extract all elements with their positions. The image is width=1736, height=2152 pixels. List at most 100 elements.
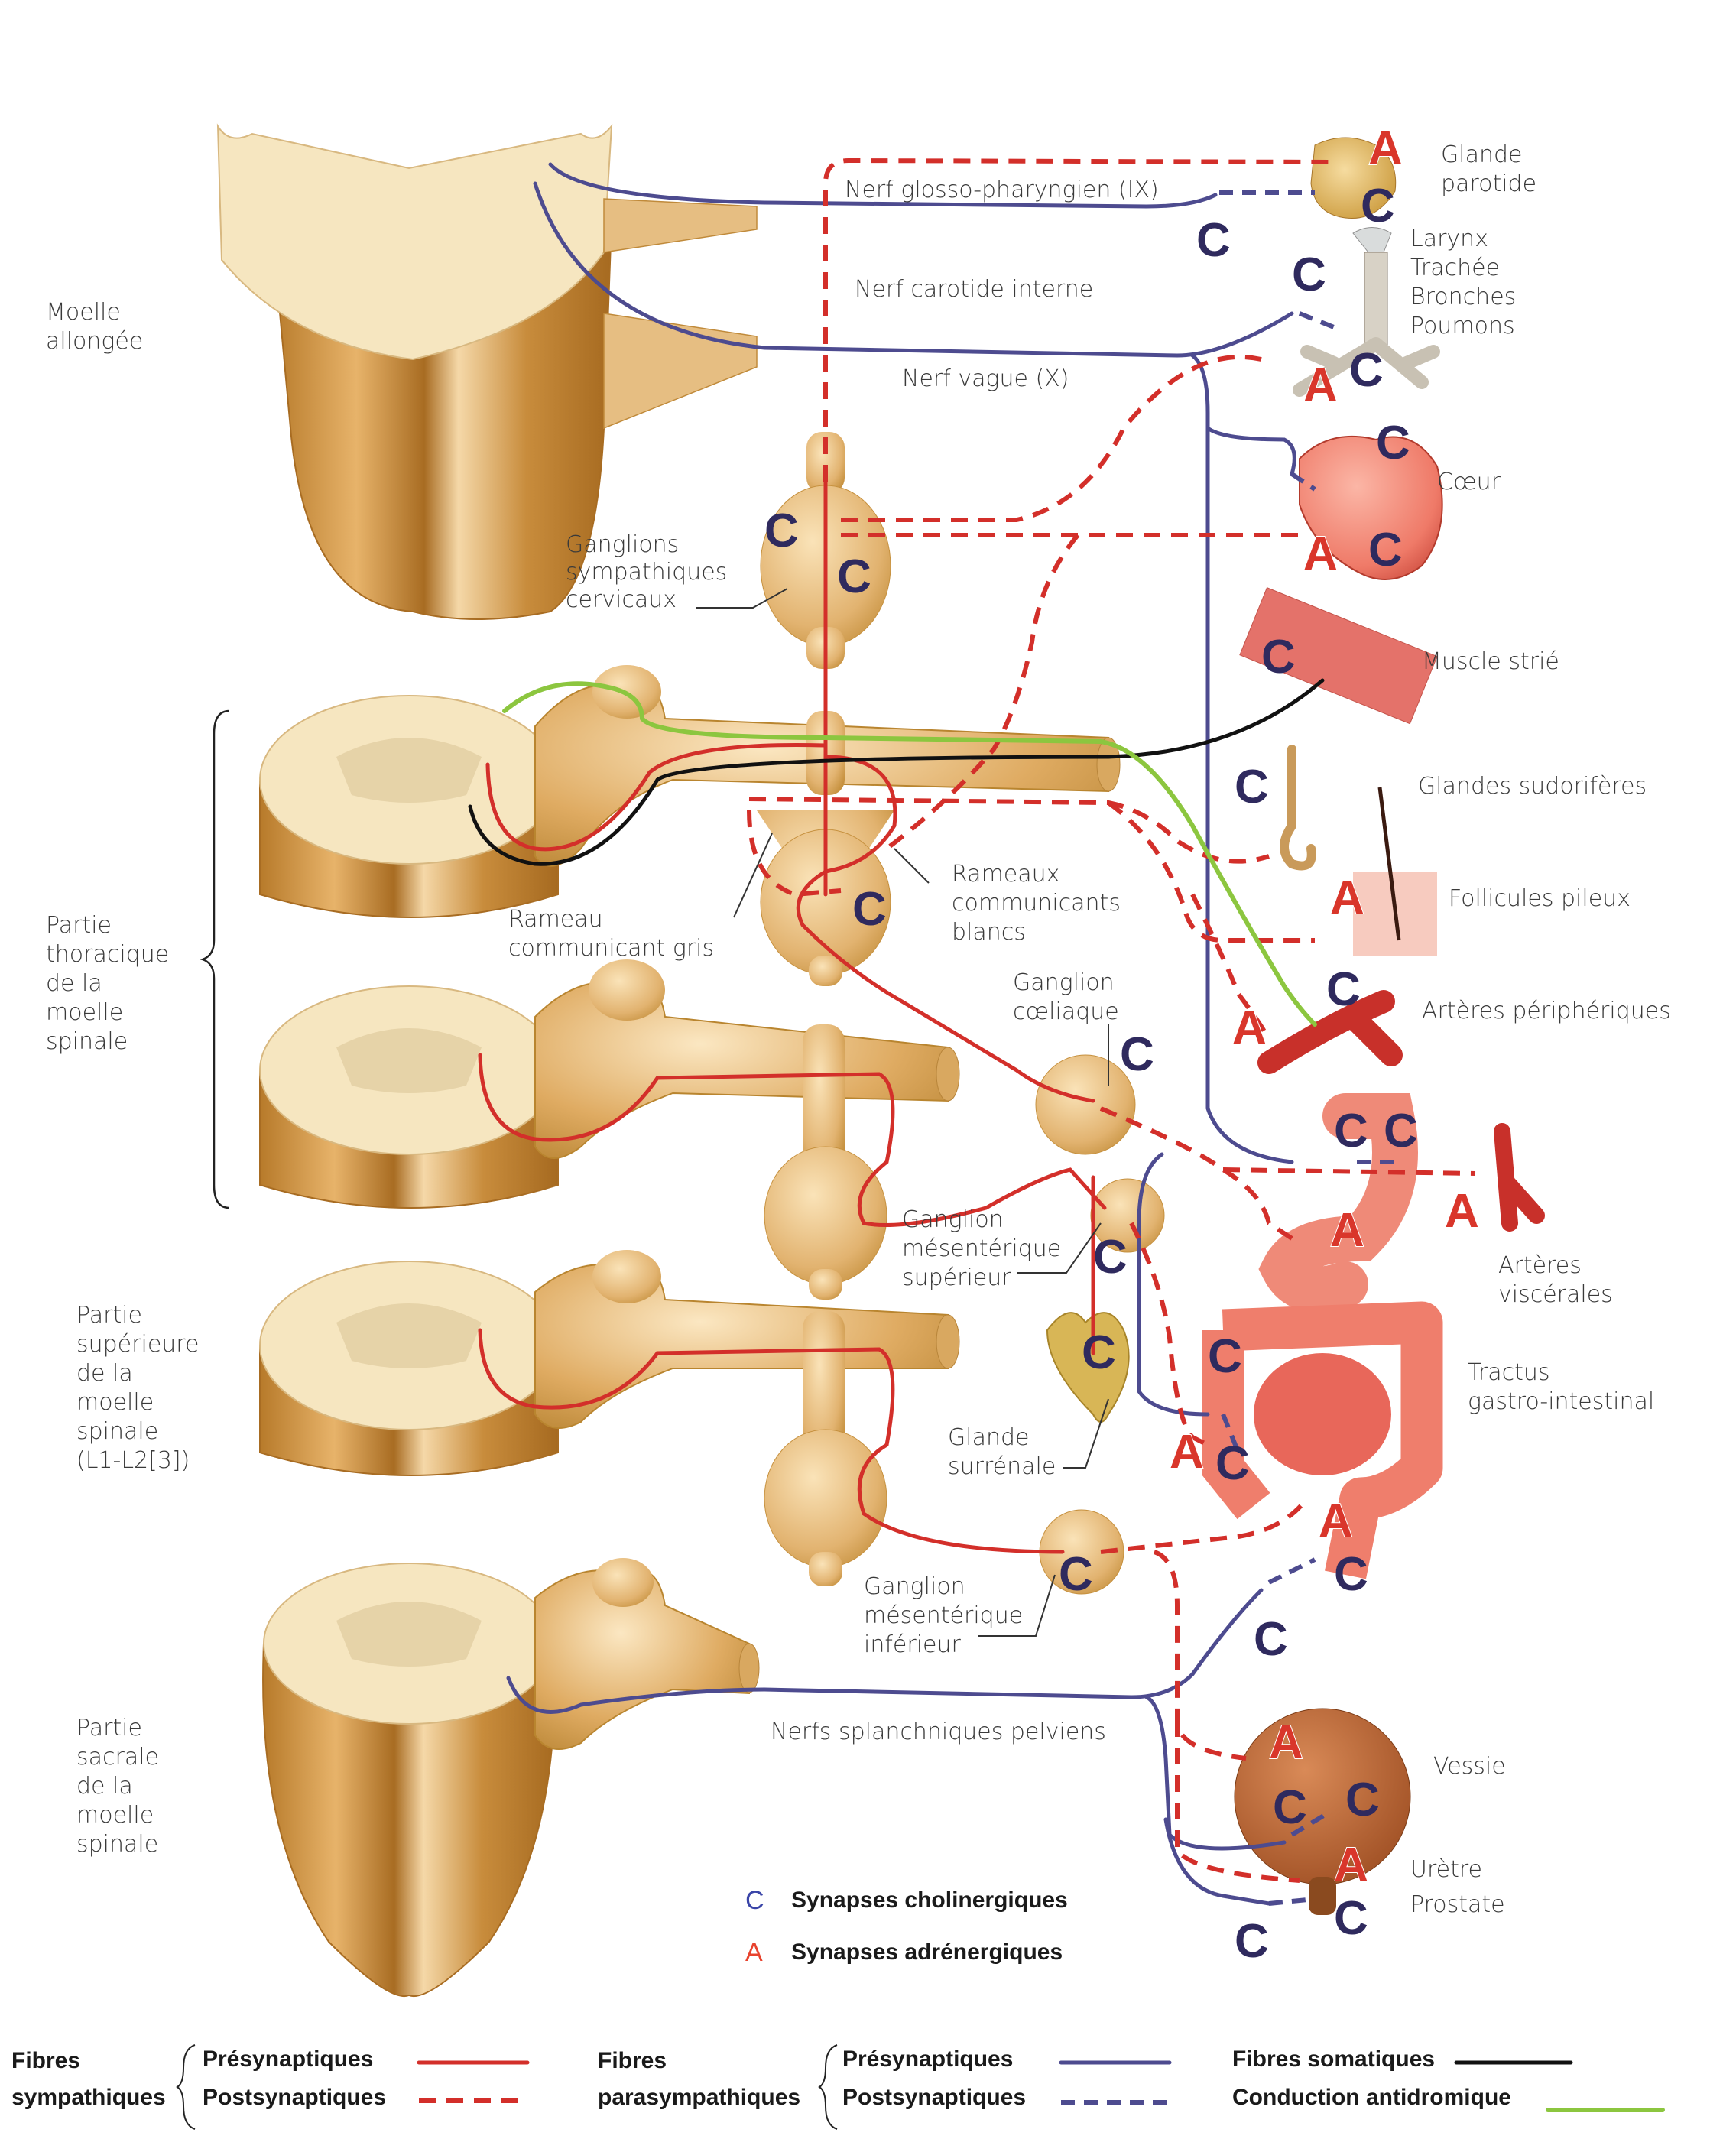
legend-brace-parasympathetic <box>818 2044 838 2130</box>
syn-a-airway: A <box>1303 359 1338 412</box>
label-follicles: Follicules pileux <box>1449 885 1631 912</box>
key-adrenergic-symbol: A <box>745 1938 763 1967</box>
synapse-key: C Synapses cholinergiques A Synapses adr… <box>745 1886 1068 1967</box>
syn-c-intestine-lower: C <box>1215 1437 1250 1490</box>
syn-a-intestine: A <box>1170 1426 1204 1478</box>
syn-c-adrenal: C <box>1082 1326 1116 1379</box>
legend-sympathetic-pre: Présynaptiques <box>203 2047 373 2072</box>
syn-c-heart-upper: C <box>1376 417 1410 469</box>
peripheral-artery <box>1257 990 1403 1074</box>
syn-c-parotid: C <box>1361 180 1395 232</box>
medulla-rootlets <box>603 198 758 430</box>
syn-c-airway-vagal: C <box>1292 248 1326 301</box>
label-bladder: Vessie <box>1433 1753 1506 1780</box>
sacral-segment <box>262 1558 760 1998</box>
syn-c-stomach-1: C <box>1334 1105 1368 1157</box>
key-adrenergic-label: Synapses adrénergiques <box>791 1939 1063 1965</box>
superior-mesenteric-ganglion <box>1090 1178 1165 1253</box>
label-muscle: Muscle strié <box>1422 648 1559 675</box>
heart <box>1299 435 1443 580</box>
sympathetic-postganglionic-fibers <box>747 157 1476 1883</box>
syn-a-stomach: A <box>1330 1204 1364 1257</box>
syn-c-artery-peripheral: C <box>1326 963 1361 1016</box>
key-cholinergic-label: Synapses cholinergiques <box>791 1887 1068 1913</box>
syn-a-colon: A <box>1319 1495 1353 1547</box>
legend-antidromic: Conduction antidromique <box>1232 2085 1511 2110</box>
label-internal-carotid: Nerf carotide interne <box>855 276 1093 303</box>
syn-c-colon: C <box>1334 1548 1368 1601</box>
syn-c-celiac: C <box>1120 1028 1154 1081</box>
key-cholinergic-symbol: C <box>745 1886 764 1915</box>
legend-parasympathetic-pre: Présynaptiques <box>842 2047 1013 2072</box>
syn-c-bladder-1: C <box>1273 1781 1307 1834</box>
hair-follicle <box>1353 787 1437 956</box>
airway-trachea-lungs <box>1293 227 1440 397</box>
syn-c-inf-mesenteric: C <box>1059 1548 1093 1601</box>
syn-c-pelvic-ganglion-lower: C <box>1235 1915 1269 1968</box>
syn-c-cervical-upper: C <box>764 505 799 557</box>
label-vagus: Nerf vague (X) <box>902 365 1069 392</box>
syn-a-follicle: A <box>1330 872 1364 924</box>
syn-c-stomach-2: C <box>1384 1105 1418 1157</box>
medulla-oblongata <box>216 123 758 620</box>
visceral-artery <box>1494 1123 1545 1232</box>
syn-a-artery-peripheral: A <box>1232 1001 1267 1054</box>
syn-c-prostate: C <box>1334 1892 1368 1945</box>
syn-c-glosso-ganglion: C <box>1196 214 1231 267</box>
syn-c-airway: C <box>1349 344 1384 397</box>
syn-c-pelvic-colon-branch: C <box>1254 1613 1288 1666</box>
syn-c-intestine-upper: C <box>1208 1330 1242 1383</box>
parasympathetic-postganglionic-fibers <box>1219 190 1399 1906</box>
label-peripheral-arteries: Artères périphériques <box>1422 998 1671 1024</box>
adrenal-gland <box>1046 1312 1130 1423</box>
syn-c-heart-lower: C <box>1368 524 1403 576</box>
bladder <box>1234 1708 1411 1885</box>
syn-a-parotid: A <box>1368 122 1403 175</box>
lumbar-segment <box>259 1250 960 1476</box>
label-pelvic-splanchnic: Nerfs splanchniques pelviens <box>771 1719 1106 1745</box>
parasympathetic-preganglionic-fibers <box>506 162 1296 1906</box>
label-glossopharyngeal: Nerf glosso-pharyngien (IX) <box>845 177 1159 203</box>
legend-brace-sympathetic <box>176 2044 196 2130</box>
synapse-marks: C A C C A C C A C C C C C A C A C C C C … <box>764 122 1480 1968</box>
syn-a-bladder: A <box>1269 1716 1303 1769</box>
legend-sympathetic-post: Postsynaptiques <box>203 2085 386 2110</box>
antidromic-fiber <box>502 681 1317 1027</box>
sweat-gland <box>1280 745 1316 871</box>
legend-somatic: Fibres somatiques <box>1232 2047 1435 2072</box>
celiac-ganglion <box>1035 1054 1136 1155</box>
syn-a-urethra: A <box>1334 1839 1368 1891</box>
leader-lines <box>200 588 1109 1637</box>
syn-a-visceral-artery: A <box>1445 1185 1479 1238</box>
thoracic-segment-lower <box>259 959 960 1209</box>
syn-c-muscle: C <box>1261 631 1296 683</box>
gi-tract <box>1202 1093 1443 1579</box>
urethra-prostate <box>1309 1877 1336 1915</box>
thoracic-chain-ganglion-lower <box>764 1024 887 1300</box>
syn-c-sweat: C <box>1235 761 1269 813</box>
syn-c-sup-mesenteric: C <box>1093 1231 1128 1284</box>
legend-parasympathetic-post: Postsynaptiques <box>842 2085 1026 2110</box>
syn-c-bladder-2: C <box>1345 1774 1380 1826</box>
label-heart: Cœur <box>1437 469 1501 495</box>
somatic-fiber <box>468 678 1325 866</box>
label-sweat: Glandes sudorifères <box>1418 773 1647 800</box>
